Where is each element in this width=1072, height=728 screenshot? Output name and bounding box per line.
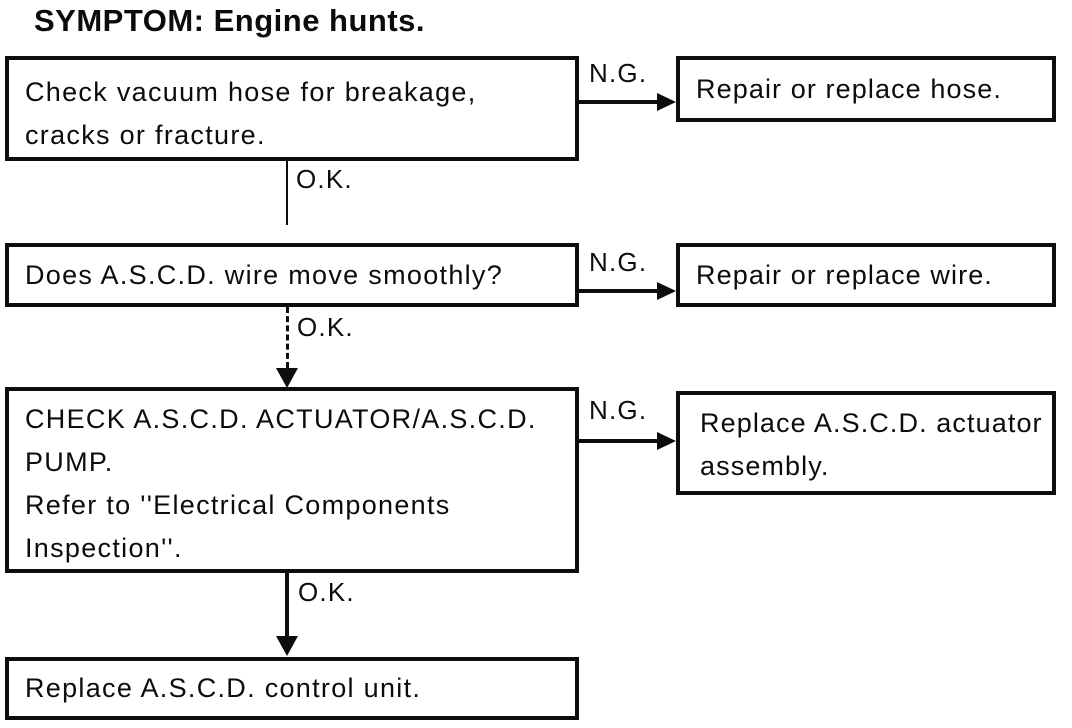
ng-arrow-line bbox=[579, 439, 659, 443]
ok-connector-line bbox=[286, 160, 288, 225]
action-box-repair-hose: Repair or replace hose. bbox=[676, 56, 1056, 122]
check-box-text-line: Does A.S.C.D. wire move smoothly? bbox=[25, 259, 504, 290]
action-box-text-line: assembly. bbox=[700, 451, 830, 481]
page-title: SYMPTOM: Engine hunts. bbox=[34, 3, 426, 38]
final-action-text: Replace A.S.C.D. control unit. bbox=[25, 673, 422, 703]
ok-label: O.K. bbox=[298, 577, 355, 607]
down-arrowhead-icon bbox=[276, 636, 298, 656]
final-action-box: Replace A.S.C.D. control unit. bbox=[5, 657, 579, 720]
check-box-text-line: Refer to ''Electrical Components bbox=[25, 490, 451, 520]
check-box-ascd-wire: Does A.S.C.D. wire move smoothly? bbox=[5, 243, 579, 307]
check-box-text-line: PUMP. bbox=[25, 447, 114, 477]
action-box-replace-actuator: Replace A.S.C.D. actuator assembly. bbox=[676, 391, 1056, 495]
ng-label: N.G. bbox=[589, 58, 648, 88]
right-arrowhead-icon bbox=[657, 432, 676, 450]
ok-connector-line bbox=[286, 307, 289, 368]
right-arrowhead-icon bbox=[657, 93, 676, 111]
ok-label: O.K. bbox=[296, 164, 353, 194]
right-arrowhead-icon bbox=[657, 282, 676, 300]
check-box-text-line: CHECK A.S.C.D. ACTUATOR/A.S.C.D. bbox=[25, 404, 537, 434]
action-box-text-line: Repair or replace wire. bbox=[696, 259, 993, 290]
action-box-text-line: Replace A.S.C.D. actuator bbox=[700, 408, 1043, 438]
down-arrowhead-icon bbox=[276, 368, 298, 388]
check-box-text-line: cracks or fracture. bbox=[25, 120, 266, 150]
ng-arrow-line bbox=[579, 289, 659, 293]
check-box-vacuum-hose: Check vacuum hose for breakage, cracks o… bbox=[5, 56, 579, 161]
check-box-ascd-actuator-pump: CHECK A.S.C.D. ACTUATOR/A.S.C.D. PUMP. R… bbox=[5, 387, 579, 573]
ok-label: O.K. bbox=[297, 312, 354, 342]
action-box-text-line: Repair or replace hose. bbox=[696, 73, 1002, 104]
ok-connector-line bbox=[285, 572, 289, 637]
action-box-repair-wire: Repair or replace wire. bbox=[676, 243, 1056, 307]
ng-arrow-line bbox=[579, 100, 659, 104]
check-box-text-line: Inspection''. bbox=[25, 533, 183, 563]
ng-label: N.G. bbox=[589, 247, 648, 277]
check-box-text-line: Check vacuum hose for breakage, bbox=[25, 77, 477, 107]
ng-label: N.G. bbox=[589, 395, 648, 425]
